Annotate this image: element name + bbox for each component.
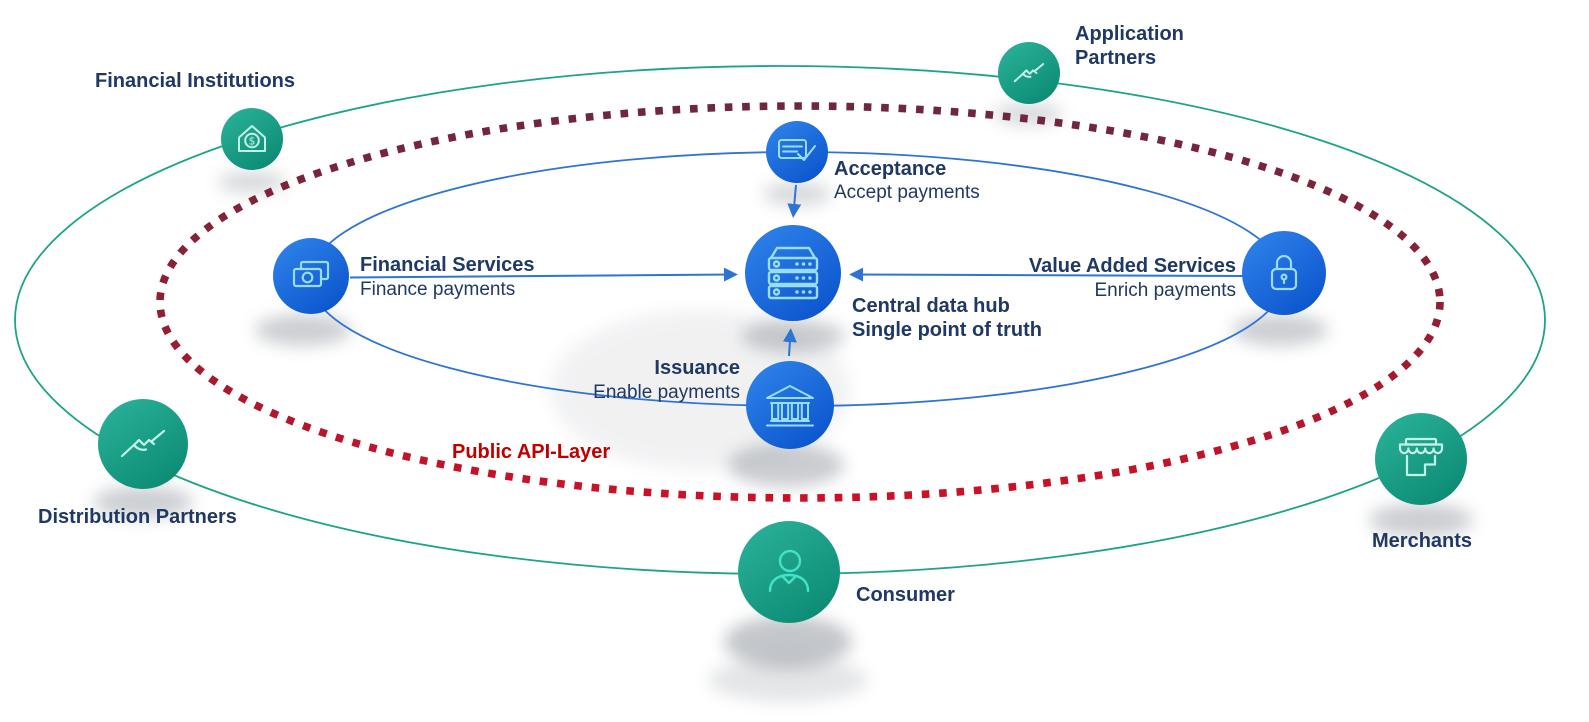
person-icon bbox=[768, 549, 810, 593]
node-merchants: Merchants bbox=[1372, 413, 1472, 552]
arrow-acceptance-to-hub bbox=[787, 184, 802, 218]
bank-icon bbox=[766, 385, 814, 427]
node-application-partners: Application Partners bbox=[998, 23, 1184, 104]
node-issuance: Issuance Enable payments bbox=[593, 357, 834, 449]
storefront-icon bbox=[1398, 437, 1444, 477]
value-added-services-circle bbox=[1242, 231, 1326, 315]
value-added-services-title: Value Added Services bbox=[1029, 255, 1236, 277]
hub-subtitle: Single point of truth bbox=[852, 319, 1042, 341]
node-financial-institutions: $ Financial Institutions bbox=[95, 70, 295, 170]
acceptance-subtitle: Accept payments bbox=[834, 182, 980, 203]
node-distribution-partners: Distribution Partners bbox=[38, 399, 237, 528]
node-value-added-services: Value Added Services Enrich payments bbox=[1029, 231, 1326, 315]
node-financial-services: Financial Services Finance payments bbox=[273, 238, 535, 314]
handshake-icon bbox=[1013, 63, 1045, 83]
financial-institutions-circle bbox=[221, 108, 283, 170]
financial-services-title: Financial Services bbox=[360, 254, 535, 276]
financial-institutions-label: Financial Institutions bbox=[95, 70, 295, 92]
acceptance-title: Acceptance bbox=[834, 158, 946, 180]
value-added-services-subtitle: Enrich payments bbox=[1094, 280, 1236, 301]
handshake-icon bbox=[120, 429, 166, 458]
server-icon bbox=[767, 246, 819, 300]
arrow-financial-services-to-hub bbox=[349, 267, 738, 282]
issuance-circle bbox=[746, 361, 834, 449]
merchants-label: Merchants bbox=[1372, 530, 1472, 552]
hub-title: Central data hub bbox=[852, 295, 1010, 317]
house-dollar-icon: $ bbox=[238, 125, 266, 152]
consumer-label: Consumer bbox=[856, 584, 955, 606]
payment-card-check-icon bbox=[778, 139, 816, 161]
application-partners-label-line2: Partners bbox=[1075, 47, 1156, 69]
arrow-issuance-to-hub bbox=[782, 328, 797, 357]
svg-text:$: $ bbox=[249, 135, 256, 148]
api-layer-dotted-ellipse bbox=[156, 102, 1444, 502]
issuance-subtitle: Enable payments bbox=[593, 382, 740, 403]
application-partners-label-line1: Application bbox=[1075, 23, 1184, 45]
issuance-title: Issuance bbox=[654, 357, 740, 379]
hub-arrows bbox=[349, 184, 1244, 357]
node-consumer: Consumer bbox=[738, 521, 955, 623]
arrow-value-added-services-to-hub bbox=[849, 267, 1244, 282]
padlock-icon bbox=[1270, 254, 1298, 291]
node-central-hub: Central data hub Single point of truth bbox=[745, 225, 1042, 341]
distribution-partners-label: Distribution Partners bbox=[38, 506, 237, 528]
api-layer-label: Public API-Layer bbox=[452, 441, 610, 463]
banknotes-icon bbox=[292, 260, 330, 288]
merchants-circle bbox=[1375, 413, 1467, 505]
financial-services-subtitle: Finance payments bbox=[360, 279, 515, 300]
node-acceptance: Acceptance Accept payments bbox=[766, 121, 980, 203]
